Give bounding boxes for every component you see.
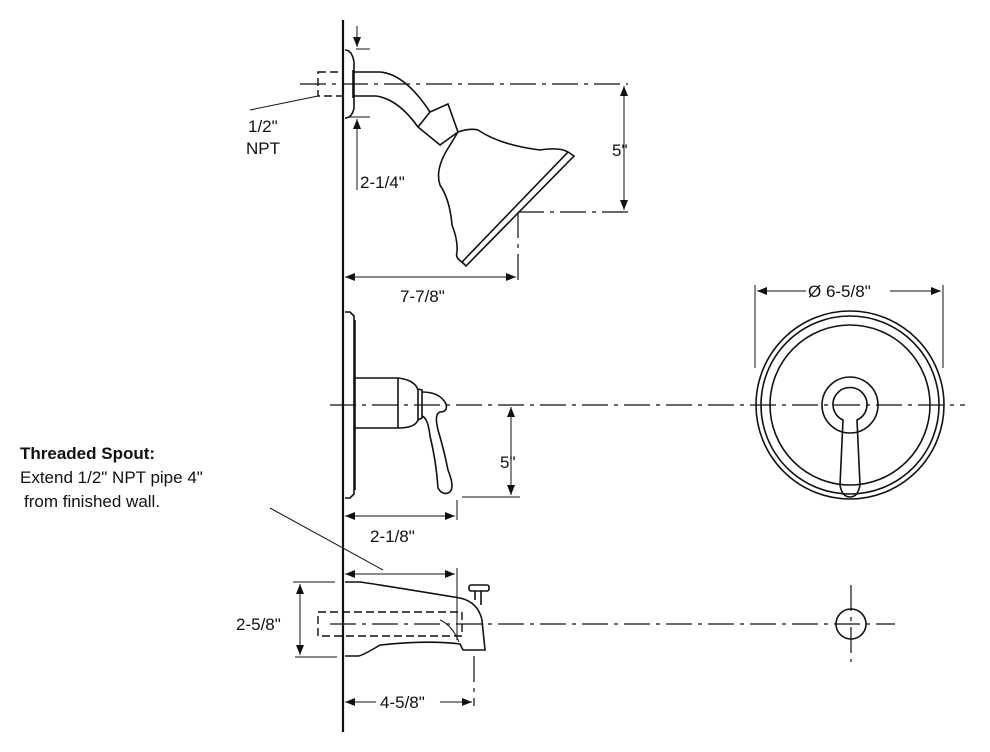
valve-drop-label: 5" bbox=[500, 453, 516, 472]
head-reach-label: 7-7/8" bbox=[400, 287, 445, 306]
shower-head-side-view bbox=[317, 49, 576, 268]
handle-reach-label: 2-1/8" bbox=[370, 527, 415, 546]
spout-reach-label: 4-5/8" bbox=[380, 693, 425, 712]
note-line-1: Extend 1/2" NPT pipe 4" bbox=[20, 468, 203, 487]
note-heading: Threaded Spout: bbox=[20, 444, 155, 463]
diameter-label: Ø 6-5/8" bbox=[808, 282, 871, 301]
inlet-npt-label: NPT bbox=[246, 139, 280, 158]
note-line-2: from finished wall. bbox=[24, 492, 160, 511]
npt-leader bbox=[249, 95, 319, 111]
inlet-size-label: 1/2" bbox=[248, 117, 278, 136]
flange-dimension-label: 2-1/4" bbox=[360, 173, 405, 192]
head-drop-label: 5" bbox=[612, 141, 628, 160]
valve-trim-front-view bbox=[755, 310, 945, 500]
spout-height-label: 2-5/8" bbox=[236, 615, 281, 634]
note-leader bbox=[269, 507, 384, 571]
